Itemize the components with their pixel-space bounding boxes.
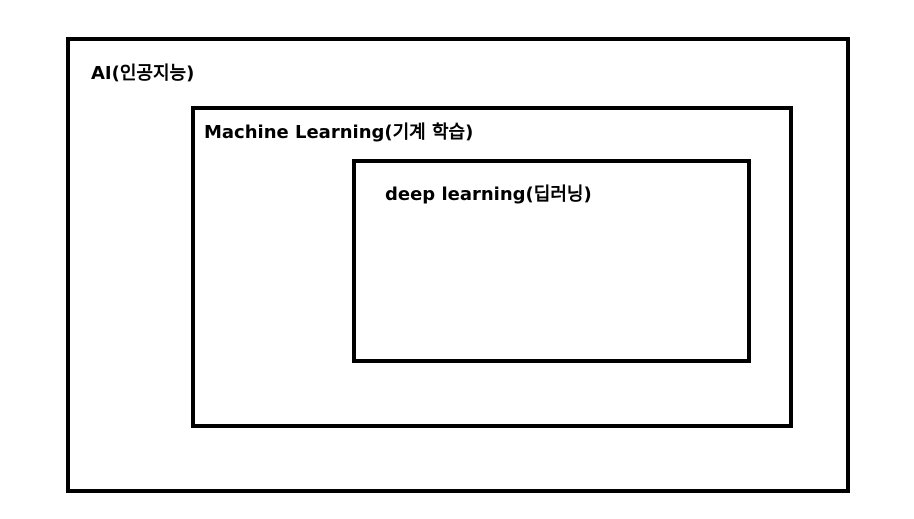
deep-learning-box — [352, 159, 751, 363]
deep-learning-label: deep learning(딥러닝) — [385, 184, 592, 205]
ai-label: AI(인공지능) — [91, 63, 195, 84]
machine-learning-label: Machine Learning(기계 학습) — [204, 122, 474, 143]
